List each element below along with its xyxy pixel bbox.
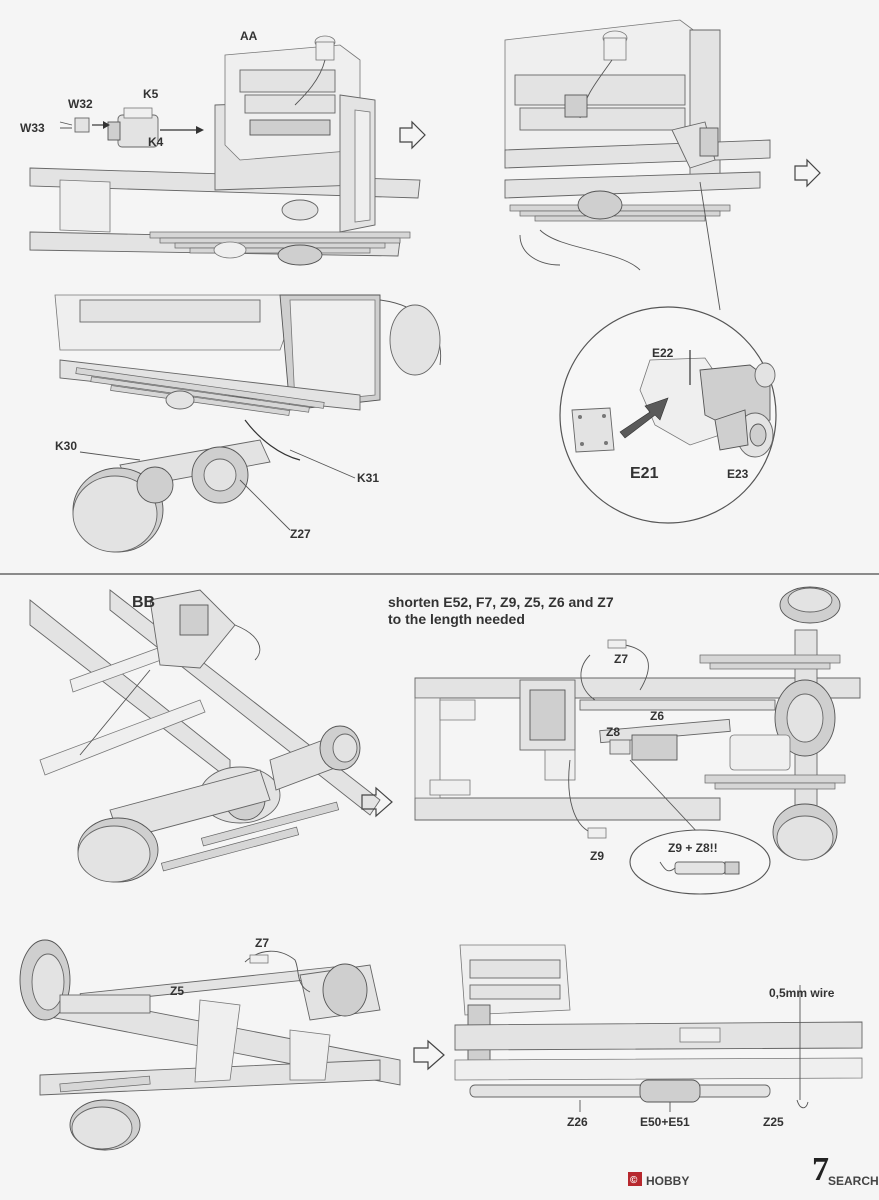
callout-z9: Z9 bbox=[590, 849, 604, 863]
detail-bubble-z9-z8 bbox=[629, 829, 771, 895]
callout-w32: W32 bbox=[68, 97, 93, 111]
rear-frame-prop-shaft bbox=[19, 939, 401, 1151]
callout-aa: AA bbox=[240, 29, 258, 43]
callout-k30: K30 bbox=[55, 439, 77, 453]
callout-k31: K31 bbox=[357, 471, 379, 485]
detail-circle-e21-e23 bbox=[559, 306, 777, 524]
watermark: © HOBBY SEARCH bbox=[628, 1172, 879, 1188]
page-number: 7 bbox=[812, 1151, 829, 1188]
callout-z25: Z25 bbox=[763, 1115, 784, 1129]
front-suspension-closeup bbox=[54, 294, 442, 553]
callout-w33: W33 bbox=[20, 121, 45, 135]
instruction-line-2: to the length needed bbox=[388, 611, 525, 627]
callout-z7-right: Z7 bbox=[614, 652, 628, 666]
step-arrow-2 bbox=[794, 158, 821, 188]
callout-z7-bottom: Z7 bbox=[255, 936, 269, 950]
callout-z26: Z26 bbox=[567, 1115, 588, 1129]
callout-wire-05mm: 0,5mm wire bbox=[769, 986, 835, 1000]
engine-front-chassis-assembly bbox=[29, 35, 421, 266]
callout-k4: K4 bbox=[148, 135, 164, 149]
frame-driveshaft-assembly bbox=[414, 586, 861, 861]
step-arrow-3 bbox=[361, 786, 393, 818]
callout-e22: E22 bbox=[652, 346, 674, 360]
watermark-brand: HOBBY bbox=[646, 1174, 689, 1188]
instruction-line-1: shorten E52, F7, Z9, Z5, Z6 and Z7 bbox=[388, 594, 614, 610]
callout-z6: Z6 bbox=[650, 709, 664, 723]
callout-z27: Z27 bbox=[290, 527, 311, 541]
callout-z8: Z8 bbox=[606, 725, 620, 739]
frame-side-view bbox=[454, 944, 863, 1112]
bubble-label-z9-z8: Z9 + Z8!! bbox=[668, 841, 718, 855]
watermark-mark: © bbox=[630, 1175, 638, 1186]
step-arrow-1 bbox=[399, 120, 426, 150]
step-arrow-4 bbox=[413, 1039, 445, 1071]
bb-label: BB bbox=[132, 594, 155, 611]
callout-e50-e51: E50+E51 bbox=[640, 1115, 690, 1129]
callout-e21: E21 bbox=[630, 465, 659, 482]
callout-e23: E23 bbox=[727, 467, 749, 481]
rear-axle-assembly-bb bbox=[29, 589, 381, 883]
engine-rear-closeup bbox=[504, 19, 771, 311]
callout-z5: Z5 bbox=[170, 984, 184, 998]
callout-k5: K5 bbox=[143, 87, 159, 101]
watermark-suffix: SEARCH bbox=[828, 1174, 879, 1188]
